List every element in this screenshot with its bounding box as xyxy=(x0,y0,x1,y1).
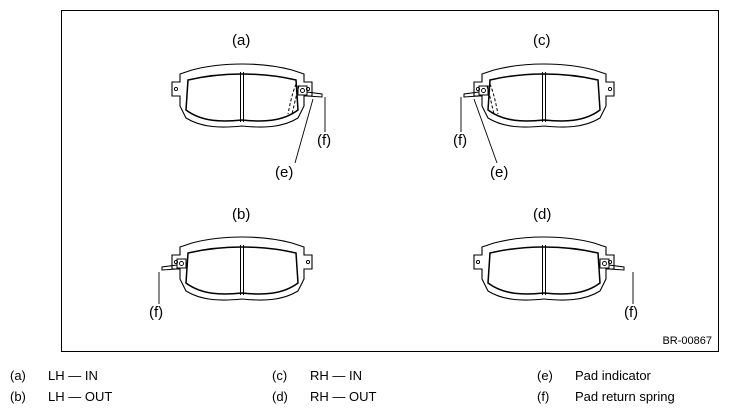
diagram-frame: (a) (c) (b) (d) (f) (e) (f) (e) (f) (f) … xyxy=(61,10,719,352)
legend-key: (a) xyxy=(10,368,26,383)
legend-item-c: (c) RH — IN xyxy=(272,368,362,384)
brake-pads-drawing xyxy=(158,63,634,304)
legend-key: (c) xyxy=(272,368,288,383)
pad-lh-out xyxy=(161,236,313,301)
legend-item-e: (e) Pad indicator xyxy=(537,368,651,384)
callout-b-spring: (f) xyxy=(149,304,164,321)
leader-lines xyxy=(158,97,634,304)
callout-c-indicator: (e) xyxy=(490,164,509,181)
legend-text: LH — OUT xyxy=(48,389,113,404)
legend-key: (d) xyxy=(272,389,288,404)
legend-item-d: (d) RH — OUT xyxy=(272,389,376,405)
legend-key: (e) xyxy=(537,368,553,383)
panel-label-b: (b) xyxy=(232,206,251,223)
panel-label-a: (a) xyxy=(232,32,251,49)
legend-item-f: (f) Pad return spring xyxy=(537,389,675,405)
panel-label-c: (c) xyxy=(533,32,551,49)
legend-item-a: (a) LH — IN xyxy=(10,368,98,384)
legend-text: RH — IN xyxy=(310,368,362,383)
legend-text: LH — IN xyxy=(48,368,98,383)
callout-a-spring: (f) xyxy=(317,132,332,149)
legend-text: Pad indicator xyxy=(575,368,651,383)
legend-text: Pad return spring xyxy=(575,389,675,404)
legend-text: RH — OUT xyxy=(310,389,377,404)
figure-id: BR-00867 xyxy=(662,335,712,347)
legend-key: (b) xyxy=(10,389,26,404)
callout-a-indicator: (e) xyxy=(275,164,294,181)
legend-item-b: (b) LH — OUT xyxy=(10,389,112,405)
panel-label-d: (d) xyxy=(533,206,552,223)
callout-c-spring: (f) xyxy=(453,132,468,149)
pad-rh-out xyxy=(473,236,625,301)
callout-d-spring: (f) xyxy=(624,304,639,321)
legend-key: (f) xyxy=(537,389,550,404)
pad-rh-in xyxy=(463,63,615,128)
pad-lh-in xyxy=(171,63,323,128)
